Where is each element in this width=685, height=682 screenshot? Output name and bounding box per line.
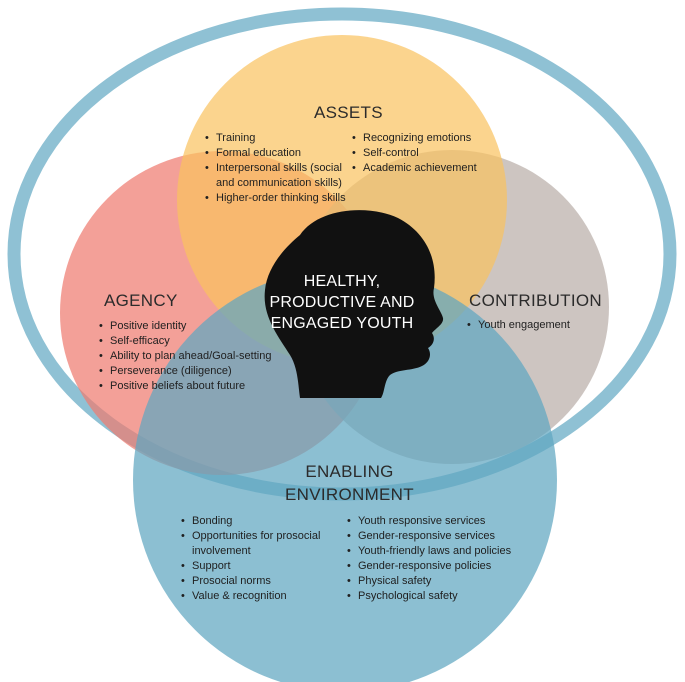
center-label-line-2: PRODUCTIVE AND [269, 294, 415, 311]
list-item: Higher-order thinking skills [204, 191, 346, 206]
list-item: Academic achievement [351, 161, 516, 176]
list-item: Physical safety [346, 574, 521, 589]
list-item: Interpersonal skills (social and communi… [204, 161, 346, 191]
list-item: Youth responsive services [346, 514, 521, 529]
list-item: Training [204, 131, 346, 146]
list-item: Formal education [204, 146, 346, 161]
assets-title: ASSETS [314, 103, 383, 122]
list-item: Self-control [351, 146, 516, 161]
list-item: Positive identity [98, 319, 298, 334]
list-item: Perseverance (diligence) [98, 364, 298, 379]
list-item: Gender-responsive policies [346, 559, 521, 574]
list-item: Positive beliefs about future [98, 379, 298, 394]
list-item: Self-efficacy [98, 334, 298, 349]
enabling-environment-title-line-1: ENABLING [305, 462, 394, 481]
enabling-environment-title-line-2: ENVIRONMENT [285, 485, 414, 504]
list-item: Ability to plan ahead/Goal-setting [98, 349, 298, 364]
center-label-line-3: ENGAGED YOUTH [270, 315, 414, 332]
list-item: Prosocial norms [180, 574, 340, 589]
list-item: Youth engagement [466, 318, 596, 333]
list-item: Recognizing emotions [351, 131, 516, 146]
list-item: Support [180, 559, 340, 574]
list-item: Psychological safety [346, 589, 521, 604]
assets-list-right: Recognizing emotions Self-control Academ… [351, 131, 516, 176]
agency-list: Positive identity Self-efficacy Ability … [98, 319, 298, 394]
center-label: HEALTHY, PRODUCTIVE AND ENGAGED YOUTH [256, 271, 428, 334]
center-label-line-1: HEALTHY, [303, 273, 381, 290]
contribution-list: Youth engagement [466, 318, 596, 333]
agency-title: AGENCY [104, 291, 178, 310]
enabling-environment-list-right: Youth responsive services Gender-respons… [346, 514, 521, 604]
enabling-environment-list-left: Bonding Opportunities for prosocial invo… [180, 514, 340, 604]
human-head-profile-icon [264, 210, 444, 398]
list-item: Opportunities for prosocial involvement [180, 529, 340, 559]
list-item: Youth-friendly laws and policies [346, 544, 521, 559]
list-item: Value & recognition [180, 589, 340, 604]
assets-list-left: Training Formal education Interpersonal … [204, 131, 346, 206]
contribution-title: CONTRIBUTION [469, 291, 602, 310]
list-item: Bonding [180, 514, 340, 529]
list-item: Gender-responsive services [346, 529, 521, 544]
